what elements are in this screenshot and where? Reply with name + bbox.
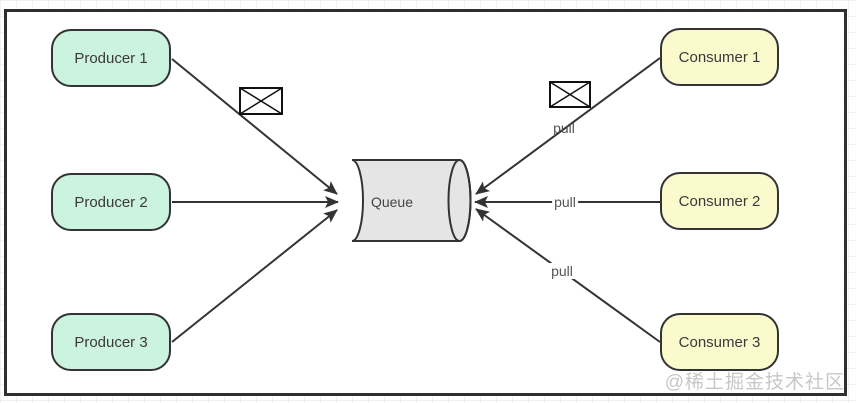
consumer-2-node[interactable]: Consumer 2 (660, 172, 779, 230)
consumer-1-label: Consumer 1 (678, 48, 761, 66)
watermark-text: @稀土掘金技术社区 (664, 372, 845, 393)
envelope-message-icon (239, 87, 283, 115)
producer-2-label: Producer 2 (74, 193, 148, 211)
edge-label-pull-2: pull (552, 194, 578, 210)
queue-cylinder-rim (447, 159, 472, 242)
producer-1-label: Producer 1 (74, 49, 148, 67)
producer-2-node[interactable]: Producer 2 (51, 173, 171, 231)
edge-consumer1-to-queue[interactable] (475, 57, 661, 195)
edge-label-pull-3: pull (549, 263, 575, 279)
edge-producer1-to-queue[interactable] (171, 58, 338, 195)
edge-producer3-to-queue[interactable] (171, 209, 338, 343)
queue-label: Queue (370, 194, 414, 210)
queue-node[interactable] (351, 159, 472, 242)
producer-3-label: Producer 3 (74, 333, 148, 351)
consumer-3-node[interactable]: Consumer 3 (660, 313, 779, 371)
producer-1-node[interactable]: Producer 1 (51, 29, 171, 87)
consumer-1-node[interactable]: Consumer 1 (660, 28, 779, 86)
consumer-2-label: Consumer 2 (678, 192, 761, 210)
edge-label-pull-1: pull (553, 120, 575, 136)
consumer-3-label: Consumer 3 (678, 333, 761, 351)
producer-3-node[interactable]: Producer 3 (51, 313, 171, 371)
envelope-message-icon (549, 81, 591, 108)
